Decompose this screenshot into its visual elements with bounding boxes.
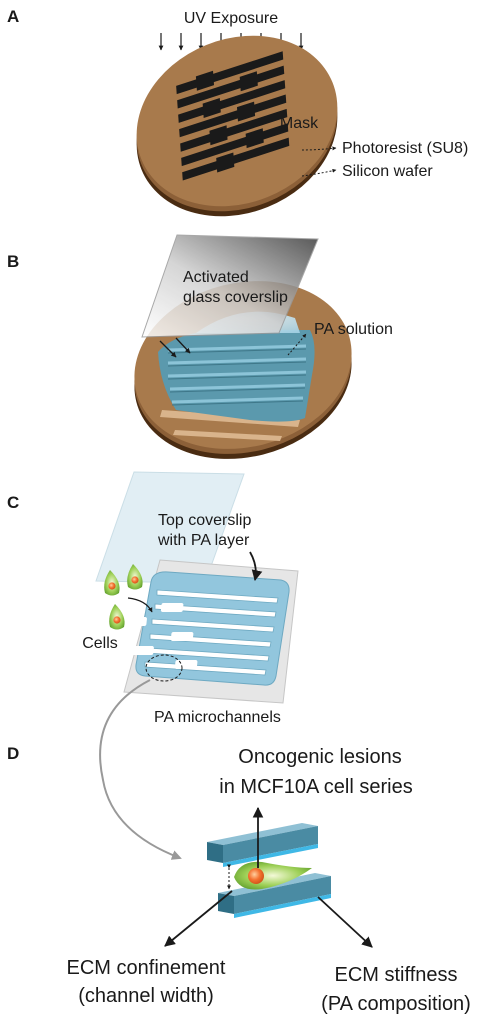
confinement-label-line2: (channel width) [78,985,214,1007]
coverslip-label-line2: glass coverslip [183,289,288,306]
panel-c: C [7,471,299,860]
lesion-label-line1: Oncogenic lesions [238,746,401,768]
pa-microchannels [119,571,290,686]
confinement-arrow-icon [164,890,233,947]
pa-wall-top [207,823,318,867]
top-coverslip-label-line2: with PA layer [157,532,250,549]
cells-group [104,564,143,630]
photoresist-layer [136,35,338,207]
cells-label: Cells [82,635,118,652]
zoom-callout-circle [145,654,183,682]
panel-b: B [7,234,393,459]
wafer-pointer [301,168,337,177]
mask-label: Mask [280,115,319,132]
photomask-pattern [176,51,290,181]
mold-ridges [160,410,300,441]
pa-solution-label: PA solution [314,321,393,338]
top-coverslip-label-line1: Top coverslip [158,512,251,529]
uv-exposure-label: UV Exposure [184,10,278,27]
activated-coverslip [141,234,319,338]
photoresist-pointer [301,146,337,151]
confined-cell [234,861,312,890]
panel-a-letter: A [7,7,19,26]
press-arrow-icon [175,337,191,354]
pa-microchannels-label: PA microchannels [154,709,281,726]
seeding-arrow-icon [127,597,153,613]
press-arrow-icon [159,340,177,358]
pa-solution-pointer [287,333,307,356]
panel-d-letter: D [7,744,19,763]
panel-c-letter: C [7,493,19,512]
panel-d: D Oncogenic lesions in MCF10A cell serie… [7,744,471,1015]
stiffness-label-line1: ECM stiffness [335,964,458,986]
pa-gel [158,330,315,422]
photoresist-label: Photoresist (SU8) [342,140,468,157]
stiffness-label-line2: (PA composition) [321,993,471,1015]
panel-a: A UV Exposure [7,7,468,217]
zoom-connector-arrow [99,679,182,860]
wafer-label: Silicon wafer [342,163,433,180]
panel-b-letter: B [7,252,19,271]
cell-icon [109,604,125,630]
assembly-arrow-icon [249,551,263,582]
coverslip-label-line1: Activated [183,269,249,286]
cell-nucleus [248,868,264,884]
stiffness-arrow-icon [317,896,373,948]
lesion-label-line2: in MCF10A cell series [219,776,412,798]
pa-wall-bottom [218,873,331,918]
confinement-label-line1: ECM confinement [67,957,226,979]
cell-icon [104,570,120,596]
cell-icon [127,564,143,590]
